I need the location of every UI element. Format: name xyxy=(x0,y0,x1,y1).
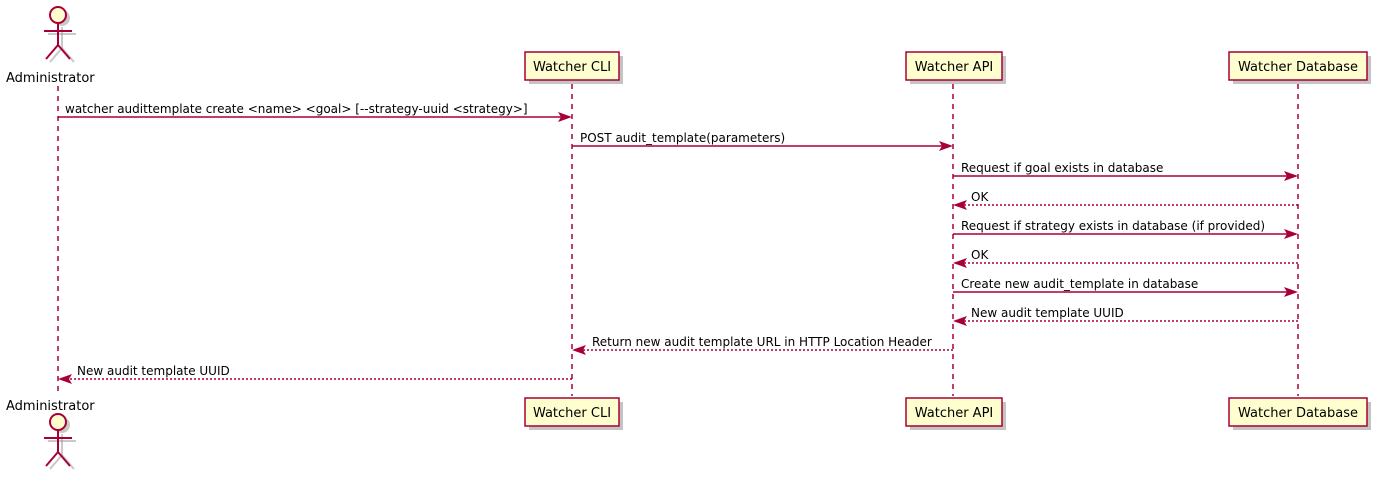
participant-label-watcher-cli-top: Watcher CLI xyxy=(533,60,611,75)
actor-administrator-top[interactable]: Administrator xyxy=(6,6,95,86)
message-8: New audit template UUID xyxy=(953,306,1298,326)
message-5: Request if strategy exists in database (… xyxy=(953,219,1298,239)
actor-head-icon xyxy=(49,413,67,431)
participant-label-watcher-cli-bottom: Watcher CLI xyxy=(533,406,611,421)
message-label-1: watcher audittemplate create <name> <goa… xyxy=(65,102,528,116)
message-arrowhead-5 xyxy=(1284,229,1298,239)
actor-label-administrator-bottom: Administrator xyxy=(6,399,95,414)
message-arrowhead-10 xyxy=(58,374,72,384)
message-label-2: POST audit_template(parameters) xyxy=(580,131,785,145)
message-label-4: OK xyxy=(971,190,989,204)
message-label-6: OK xyxy=(971,248,989,262)
participant-label-watcher-database-top: Watcher Database xyxy=(1238,60,1358,75)
message-label-3: Request if goal exists in database xyxy=(961,161,1163,175)
message-3: Request if goal exists in database xyxy=(953,161,1298,181)
actor-leg-left-line xyxy=(45,451,59,467)
message-9: Return new audit template URL in HTTP Lo… xyxy=(572,335,953,355)
message-arrowhead-1 xyxy=(558,112,572,122)
message-label-10: New audit template UUID xyxy=(77,364,230,378)
message-arrowhead-4 xyxy=(953,200,967,210)
participant-box-rect[interactable] xyxy=(905,51,1003,81)
participant-box-rect[interactable] xyxy=(524,51,620,81)
participant-box-rect[interactable] xyxy=(905,397,1003,427)
message-label-8: New audit template UUID xyxy=(971,306,1124,320)
message-label-7: Create new audit_template in database xyxy=(961,277,1198,291)
participant-box-rect[interactable] xyxy=(524,397,620,427)
message-7: Create new audit_template in database xyxy=(953,277,1298,297)
participant-label-watcher-api-top: Watcher API xyxy=(915,60,994,75)
message-label-5: Request if strategy exists in database (… xyxy=(961,219,1265,233)
message-arrowhead-8 xyxy=(953,316,967,326)
participant-watcher-api-top[interactable]: Watcher API xyxy=(905,51,1006,84)
actor-administrator-bottom[interactable]: Administrator xyxy=(6,399,95,470)
participant-label-watcher-database-bottom: Watcher Database xyxy=(1238,406,1358,421)
message-6: OK xyxy=(953,248,1298,268)
actor-label-administrator-top: Administrator xyxy=(6,71,95,86)
message-arrowhead-7 xyxy=(1284,287,1298,297)
participant-box-rect[interactable] xyxy=(1228,51,1368,81)
message-arrowhead-9 xyxy=(572,345,586,355)
actor-leg-right-line xyxy=(57,44,71,60)
message-arrowhead-2 xyxy=(939,141,953,151)
participant-label-watcher-api-bottom: Watcher API xyxy=(915,406,994,421)
participant-box-rect[interactable] xyxy=(1228,397,1368,427)
participant-watcher-database-bottom[interactable]: Watcher Database xyxy=(1228,397,1371,430)
actor-leg-right-line xyxy=(57,451,71,467)
message-10: New audit template UUID xyxy=(58,364,572,384)
participant-watcher-cli-top[interactable]: Watcher CLI xyxy=(524,51,623,84)
actor-leg-left-line xyxy=(45,44,59,60)
message-arrowhead-6 xyxy=(953,258,967,268)
message-2: POST audit_template(parameters) xyxy=(572,131,953,151)
message-4: OK xyxy=(953,190,1298,210)
participant-watcher-database-top[interactable]: Watcher Database xyxy=(1228,51,1371,84)
actor-head-icon xyxy=(49,6,67,24)
message-1: watcher audittemplate create <name> <goa… xyxy=(58,102,572,122)
participant-watcher-cli-bottom[interactable]: Watcher CLI xyxy=(524,397,623,430)
participant-watcher-api-bottom[interactable]: Watcher API xyxy=(905,397,1006,430)
message-arrowhead-3 xyxy=(1284,171,1298,181)
lifelines xyxy=(57,84,1299,396)
message-label-9: Return new audit template URL in HTTP Lo… xyxy=(592,335,932,349)
